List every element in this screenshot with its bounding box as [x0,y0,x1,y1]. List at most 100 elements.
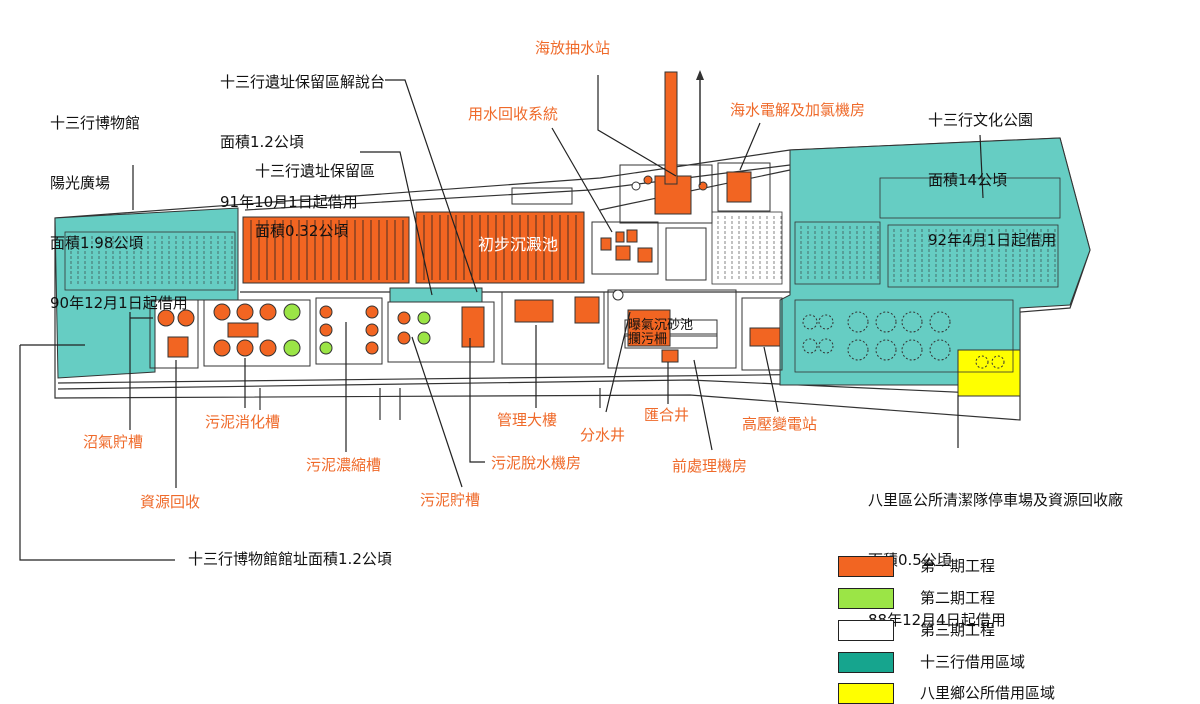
tank-circle [236,339,254,357]
recycle-unit-4 [615,245,631,261]
primary-settling-label: 初步沉澱池 [478,235,559,254]
thickener-block [315,297,383,365]
tank-circle-dashed [901,339,923,361]
electrolysis-building [726,171,752,203]
digester-block [203,299,311,367]
tank-circle-dashed [929,339,951,361]
tank-circle-dashed [875,339,897,361]
tank-circle [365,305,379,319]
legend-label-bali: 八里鄉公所借用區域 [920,684,1056,702]
culture-park-area: 面積14公頃 [928,171,1008,189]
legend-swatch-shisanhang [838,652,894,673]
leader-lines [19,75,984,561]
tank-circle [612,289,624,301]
tank-circle [417,331,431,345]
ruins-area-name: 十三行遺址保留區 [255,162,376,180]
grit-chamber [627,309,671,347]
pretreat-block [607,289,737,369]
legend-label-phase1: 第一期工程 [920,557,996,575]
culture-hatched-block-a [711,211,783,285]
legend-swatch-phase2 [838,588,894,609]
junction-well [661,349,679,363]
recycle-unit-1 [600,237,612,251]
admin-annex [574,296,600,324]
tank-stripes [250,215,577,280]
museum-plaza-sub: 陽光廣場 [50,174,111,192]
bali-depot-date: 88年12月4日起借用 [868,611,1006,629]
electrolysis-label: 海水電解及加氯機房 [730,101,866,119]
primary-settling-tank [415,211,585,284]
tank-circle [631,181,641,191]
site-outline [54,137,1091,421]
tank-circle [157,309,175,327]
museum-plaza-name: 十三行博物館 [50,114,141,132]
tank-circle-dashed [818,338,834,354]
culture-hatched-block-c [887,224,1059,288]
tank-circle [283,303,301,321]
tank-circle [213,303,231,321]
tank-circle [236,303,254,321]
culture-park-name: 十三行文化公園 [928,111,1034,129]
dewater-building [461,306,485,348]
legend-swatch-phase1 [838,556,894,577]
substation-label: 高壓變電站 [742,415,818,433]
legend-label-phase3: 第三期工程 [920,621,996,639]
tank-circle [319,341,333,355]
tank-circle [365,341,379,355]
ruins-platform-zone [389,287,483,303]
ruins-platform-date: 91年10月1日起借用 [220,193,358,211]
admin-building [514,299,554,323]
tank-circle-dashed [929,311,951,333]
outfall-arrow [696,70,704,80]
tank-circle-dashed [991,355,1005,369]
main-road-edge [57,379,1021,396]
sludge-dewater-label: 污泥脫水機房 [491,454,582,472]
recycle-unit-5 [637,247,653,263]
settling-tank-west [242,216,410,284]
junction-well-label: 匯合井 [644,406,690,424]
museum-plaza-date: 90年12月1日起借用 [50,294,188,312]
culture-hatched-block-b [794,221,881,285]
admin-building-label: 管理大樓 [497,411,558,429]
substation-building [749,327,781,347]
bali-depot-name: 八里區公所清潔隊停車場及資源回收廠 [868,491,1124,509]
screen-label: 攔污柵 [628,332,668,347]
museum-site-label: 十三行博物館館址面積1.2公頃 [188,550,392,568]
recycle-unit-2 [615,231,625,243]
digester-building [227,322,259,338]
sludge-digester-label: 污泥消化槽 [205,413,281,431]
recycle-block [591,221,659,275]
screen-label-box [624,333,718,349]
ruins-platform-label: 十三行遺址保留區解說台 面積1.2公頃 91年10月1日起借用 [220,32,385,232]
ruins-area-size: 面積0.32公頃 [255,222,349,240]
tank-circle [259,339,277,357]
legend-swatch-bali [838,683,894,704]
grit-label-box [624,319,718,337]
tank-circle-dashed [802,338,818,354]
culture-park-date: 92年4月1日起借用 [928,231,1057,249]
tank-circle-dashed [818,314,834,330]
sludge-storage-label: 污泥貯槽 [420,491,481,509]
pretreatment-label: 前處理機房 [672,457,748,475]
tank-circle [417,311,431,325]
dewater-block [387,301,495,363]
biogas-block [149,299,199,369]
tank-circle [319,305,333,319]
legend-label-shisanhang: 十三行借用區域 [920,653,1026,671]
culture-park-zone [779,137,1091,386]
tank-circle [283,339,301,357]
tank-circle [213,339,231,357]
tank-circle-dashed [847,311,869,333]
tank-circle [319,323,333,337]
road-stubs [259,388,601,420]
substation-block [741,297,783,371]
admin-block [501,291,605,365]
tank-circle-dashed [875,311,897,333]
tank-circle [365,323,379,337]
museum-plaza-area: 面積1.98公頃 [50,234,144,252]
legend-label-phase2: 第二期工程 [920,589,996,607]
museum-plaza-label: 十三行博物館 陽光廣場 面積1.98公頃 90年12月1日起借用 [50,73,188,333]
grit-chamber-label: 曝氣沉砂池 [628,318,694,333]
